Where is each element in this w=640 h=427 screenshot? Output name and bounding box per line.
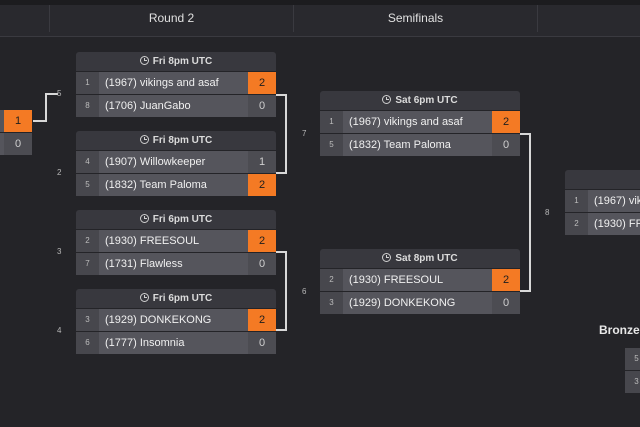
team-name: (1929) DONKEKONG bbox=[105, 314, 212, 326]
team-name: (1777) Insomnia bbox=[105, 337, 185, 349]
bronze-match-title: Bronze bbox=[599, 323, 640, 337]
match-card[interactable]: Fri 8pm UTC 1 (1967) vikings and asaf 2 … bbox=[76, 52, 276, 117]
round-header-round-2: Round 2 bbox=[49, 5, 294, 32]
team-row[interactable]: 2 (1930) FR bbox=[565, 213, 640, 235]
team-seed: 1 bbox=[76, 72, 99, 94]
team-name: (1930) FREESOUL bbox=[105, 235, 200, 247]
team-seed: 7 bbox=[76, 253, 99, 275]
team-seed: 5 bbox=[625, 348, 640, 370]
team-seed: 2 bbox=[320, 269, 343, 291]
team-seed: 1 bbox=[320, 111, 343, 133]
rounds-header: Round 2 Semifinals bbox=[0, 0, 640, 37]
team-seed: 4 bbox=[76, 151, 99, 173]
team-name: (1832) Team Paloma bbox=[105, 179, 207, 191]
match-time-header: Fri 6pm UTC bbox=[76, 289, 276, 308]
team-seed: 6 bbox=[76, 332, 99, 354]
match-card[interactable]: Fri 6pm UTC 3 (1929) DONKEKONG 2 6 (1777… bbox=[76, 289, 276, 354]
team-name: (1706) JuanGabo bbox=[105, 100, 191, 112]
team-seed: 2 bbox=[76, 230, 99, 252]
team-row[interactable]: 3 (1929) DONKEKONG 2 bbox=[76, 309, 276, 331]
team-row[interactable]: 6 (1777) Insomnia 0 bbox=[76, 332, 276, 354]
previous-match-score-bottom: 0 bbox=[4, 133, 32, 155]
team-name: (1930) FR bbox=[594, 218, 640, 230]
clock-icon bbox=[139, 135, 149, 144]
team-seed: 5 bbox=[320, 134, 343, 156]
team-row[interactable]: 4 (1907) Willowkeeper 1 bbox=[76, 151, 276, 173]
match-time-header: Fri 6pm UTC bbox=[76, 210, 276, 229]
team-name: (1930) FREESOUL bbox=[349, 274, 444, 286]
team-score: 0 bbox=[492, 134, 520, 156]
match-number: 5 bbox=[57, 89, 62, 98]
match-card[interactable]: Fri 6pm UTC 2 (1930) FREESOUL 2 7 (1731)… bbox=[76, 210, 276, 275]
team-row[interactable]: 1 (1967) vikings and asaf 2 bbox=[76, 72, 276, 94]
team-row[interactable]: 3 bbox=[625, 371, 640, 393]
previous-match-score-top: 1 bbox=[4, 110, 32, 132]
team-seed: 3 bbox=[625, 371, 640, 393]
team-name: (1929) DONKEKONG bbox=[349, 297, 456, 309]
team-seed: 1 bbox=[565, 190, 588, 212]
team-name: (1967) vikings and asaf bbox=[105, 77, 219, 89]
team-row[interactable]: 5 bbox=[625, 348, 640, 370]
team-seed: 3 bbox=[76, 309, 99, 331]
clock-icon bbox=[382, 95, 392, 104]
bronze-match-card[interactable]: 5 3 bbox=[625, 348, 640, 393]
final-match-card[interactable]: 1 (1967) vik 2 (1930) FR bbox=[565, 170, 640, 235]
match-number: 7 bbox=[302, 129, 307, 138]
match-number: 2 bbox=[57, 168, 62, 177]
team-seed: 2 bbox=[565, 213, 588, 235]
team-row[interactable]: 7 (1731) Flawless 0 bbox=[76, 253, 276, 275]
match-number: 4 bbox=[57, 326, 62, 335]
team-name: (1967) vik bbox=[594, 195, 640, 207]
team-score: 2 bbox=[248, 72, 276, 94]
team-row[interactable]: 1 (1967) vik bbox=[565, 190, 640, 212]
match-number: 8 bbox=[545, 208, 550, 217]
team-seed: 3 bbox=[320, 292, 343, 314]
match-time-header: Sat 6pm UTC bbox=[320, 91, 520, 110]
team-row[interactable]: 5 (1832) Team Paloma 2 bbox=[76, 174, 276, 196]
team-score: 2 bbox=[248, 230, 276, 252]
team-seed: 8 bbox=[76, 95, 99, 117]
team-row[interactable]: 3 (1929) DONKEKONG 0 bbox=[320, 292, 520, 314]
round-header-semifinals: Semifinals bbox=[294, 5, 538, 32]
clock-icon bbox=[139, 56, 149, 65]
team-name: (1967) vikings and asaf bbox=[349, 116, 463, 128]
team-score: 2 bbox=[248, 174, 276, 196]
match-time-header bbox=[565, 170, 640, 189]
team-row[interactable]: 2 (1930) FREESOUL 2 bbox=[76, 230, 276, 252]
match-time-header: Fri 8pm UTC bbox=[76, 131, 276, 150]
clock-icon bbox=[139, 293, 149, 302]
team-name: (1907) Willowkeeper bbox=[105, 156, 206, 168]
team-name: (1832) Team Paloma bbox=[349, 139, 451, 151]
match-card[interactable]: Sat 8pm UTC 2 (1930) FREESOUL 2 3 (1929)… bbox=[320, 249, 520, 314]
match-time-header: Fri 8pm UTC bbox=[76, 52, 276, 71]
clock-icon bbox=[382, 253, 392, 262]
team-score: 0 bbox=[492, 292, 520, 314]
team-score: 2 bbox=[248, 309, 276, 331]
team-row[interactable]: 2 (1930) FREESOUL 2 bbox=[320, 269, 520, 291]
clock-icon bbox=[139, 214, 149, 223]
match-number: 6 bbox=[302, 287, 307, 296]
team-score: 0 bbox=[248, 332, 276, 354]
team-score: 2 bbox=[492, 269, 520, 291]
team-row[interactable]: 1 (1967) vikings and asaf 2 bbox=[320, 111, 520, 133]
match-number: 3 bbox=[57, 247, 62, 256]
previous-round-match[interactable]: 1 0 bbox=[0, 109, 32, 155]
team-row[interactable]: 8 (1706) JuanGabo 0 bbox=[76, 95, 276, 117]
match-card[interactable]: Fri 8pm UTC 4 (1907) Willowkeeper 1 5 (1… bbox=[76, 131, 276, 196]
team-score: 0 bbox=[248, 95, 276, 117]
team-score: 1 bbox=[248, 151, 276, 173]
team-row[interactable]: 5 (1832) Team Paloma 0 bbox=[320, 134, 520, 156]
team-score: 2 bbox=[492, 111, 520, 133]
match-card[interactable]: Sat 6pm UTC 1 (1967) vikings and asaf 2 … bbox=[320, 91, 520, 156]
team-score: 0 bbox=[248, 253, 276, 275]
match-time-header: Sat 8pm UTC bbox=[320, 249, 520, 268]
team-name: (1731) Flawless bbox=[105, 258, 183, 270]
team-seed: 5 bbox=[76, 174, 99, 196]
